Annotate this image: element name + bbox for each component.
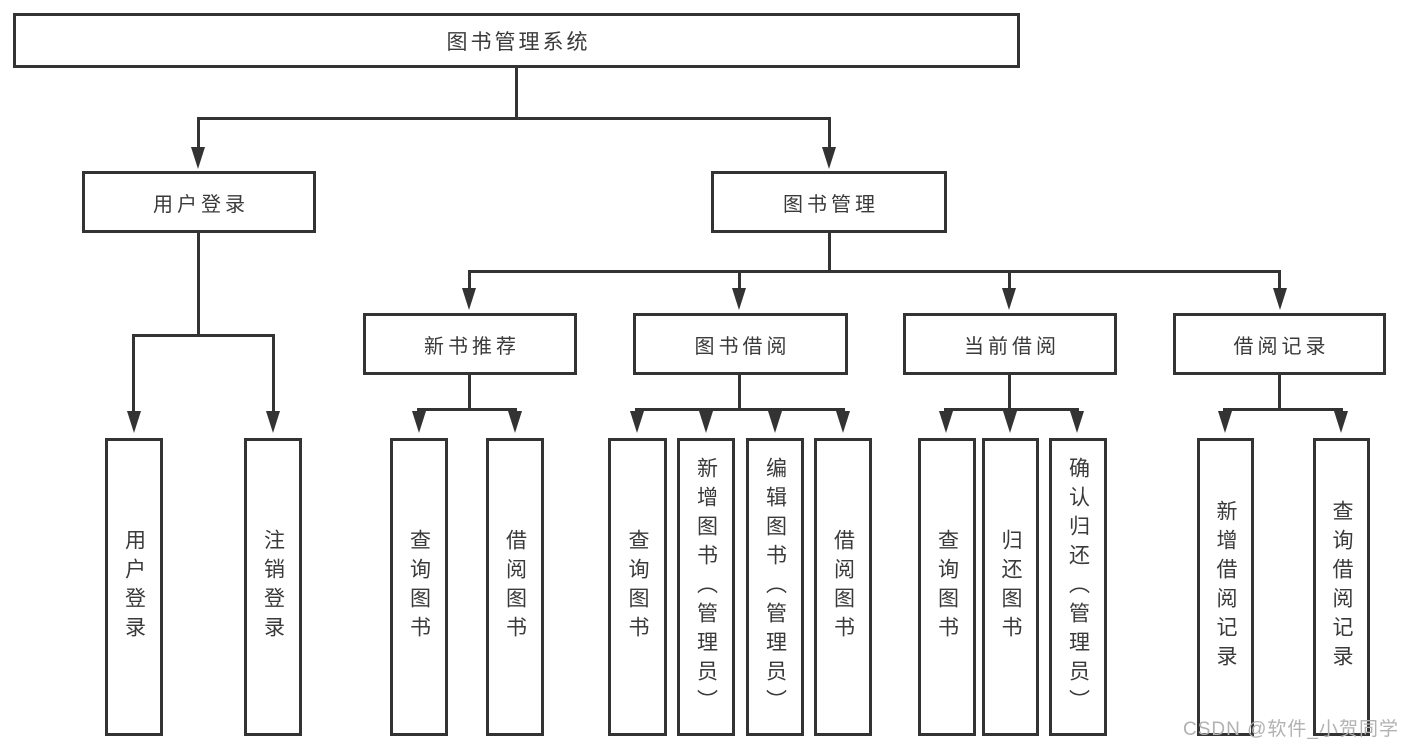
- arrow-down-icon: [1273, 288, 1287, 310]
- leaf-add-books-admin: 新增图书（管理员）: [677, 438, 735, 736]
- connector-line: [738, 270, 741, 290]
- arrow-down-icon: [1003, 411, 1017, 433]
- arrow-down-icon: [1218, 411, 1232, 433]
- connector-line: [468, 270, 1281, 273]
- node-current-borrowing: 当前借阅: [903, 313, 1117, 375]
- connector-line: [944, 408, 1079, 411]
- connector-line: [132, 334, 135, 413]
- node-label: 新书推荐: [424, 335, 520, 358]
- connector-line: [738, 375, 741, 411]
- node-new-book-recommend: 新书推荐: [363, 313, 577, 375]
- connector-line: [1278, 270, 1281, 290]
- node-book-management: 图书管理: [711, 171, 947, 233]
- arrow-down-icon: [1334, 411, 1348, 433]
- node-borrowing-records: 借阅记录: [1173, 313, 1386, 375]
- node-label: 图书管理系统: [446, 30, 591, 54]
- connector-line: [417, 408, 517, 411]
- leaf-query-books-3: 查询图书: [918, 438, 976, 736]
- node-label: 新增图书（管理员）: [694, 456, 718, 718]
- node-label: 查询图书: [935, 529, 959, 645]
- connector-line: [635, 408, 845, 411]
- leaf-edit-books-admin: 编辑图书（管理员）: [746, 438, 804, 736]
- connector-line: [828, 233, 831, 273]
- leaf-query-borrow-record: 查询借阅记录: [1313, 438, 1370, 736]
- node-label: 确认归还（管理员）: [1066, 456, 1090, 718]
- leaf-borrow-books-2: 借阅图书: [814, 438, 872, 736]
- leaf-logout: 注销登录: [244, 438, 302, 736]
- connector-line: [1223, 408, 1343, 411]
- connector-line: [197, 233, 200, 335]
- leaf-add-borrow-record: 新增借阅记录: [1197, 438, 1254, 736]
- arrow-down-icon: [768, 411, 782, 433]
- arrow-down-icon: [1002, 288, 1016, 310]
- arrow-down-icon: [508, 411, 522, 433]
- node-label: 查询借阅记录: [1330, 500, 1353, 674]
- connector-line: [1008, 270, 1011, 290]
- node-label: 归还图书: [999, 529, 1022, 645]
- node-user-login: 用户登录: [82, 171, 316, 233]
- connector-line: [197, 117, 831, 120]
- connector-line: [197, 117, 200, 148]
- leaf-confirm-return-admin: 确认归还（管理员）: [1049, 438, 1107, 736]
- connector-line: [272, 334, 275, 413]
- node-book-borrowing: 图书借阅: [633, 313, 848, 375]
- arrow-down-icon: [266, 411, 280, 433]
- connector-line: [132, 334, 275, 337]
- connector-line: [468, 270, 471, 290]
- arrow-down-icon: [699, 411, 713, 433]
- connector-line: [1278, 375, 1281, 411]
- leaf-query-books-2: 查询图书: [608, 438, 667, 736]
- connector-line: [515, 68, 518, 118]
- node-label: 用户登录: [122, 529, 146, 645]
- node-label: 借阅图书: [831, 529, 855, 645]
- node-label: 用户登录: [153, 193, 249, 216]
- node-label: 新增借阅记录: [1214, 500, 1237, 674]
- arrow-down-icon: [630, 411, 644, 433]
- node-label: 查询图书: [407, 529, 431, 645]
- node-label: 查询图书: [626, 529, 649, 645]
- leaf-borrow-books-1: 借阅图书: [486, 438, 544, 736]
- node-label: 图书借阅: [694, 335, 791, 358]
- arrow-down-icon: [412, 411, 426, 433]
- node-label: 借阅图书: [503, 529, 527, 645]
- node-label: 图书管理: [783, 193, 879, 216]
- leaf-return-books: 归还图书: [982, 438, 1039, 736]
- node-label: 借阅记录: [1233, 335, 1330, 358]
- connector-line: [1008, 375, 1011, 411]
- connector-line: [828, 117, 831, 148]
- arrow-down-icon: [732, 288, 746, 310]
- node-label: 编辑图书（管理员）: [763, 456, 787, 718]
- leaf-user-login: 用户登录: [105, 438, 163, 736]
- connector-line: [468, 375, 471, 411]
- arrow-down-icon: [127, 411, 141, 433]
- watermark: CSDN @软件_小贺同学: [1183, 719, 1399, 740]
- arrow-down-icon: [1070, 411, 1084, 433]
- arrow-down-icon: [822, 147, 836, 169]
- arrow-down-icon: [191, 147, 205, 169]
- arrow-down-icon: [836, 411, 850, 433]
- arrow-down-icon: [939, 411, 953, 433]
- arrow-down-icon: [462, 288, 476, 310]
- node-root-library-system: 图书管理系统: [13, 13, 1020, 68]
- node-label: 当前借阅: [964, 335, 1060, 358]
- leaf-query-books-1: 查询图书: [390, 438, 448, 736]
- node-label: 注销登录: [261, 529, 285, 645]
